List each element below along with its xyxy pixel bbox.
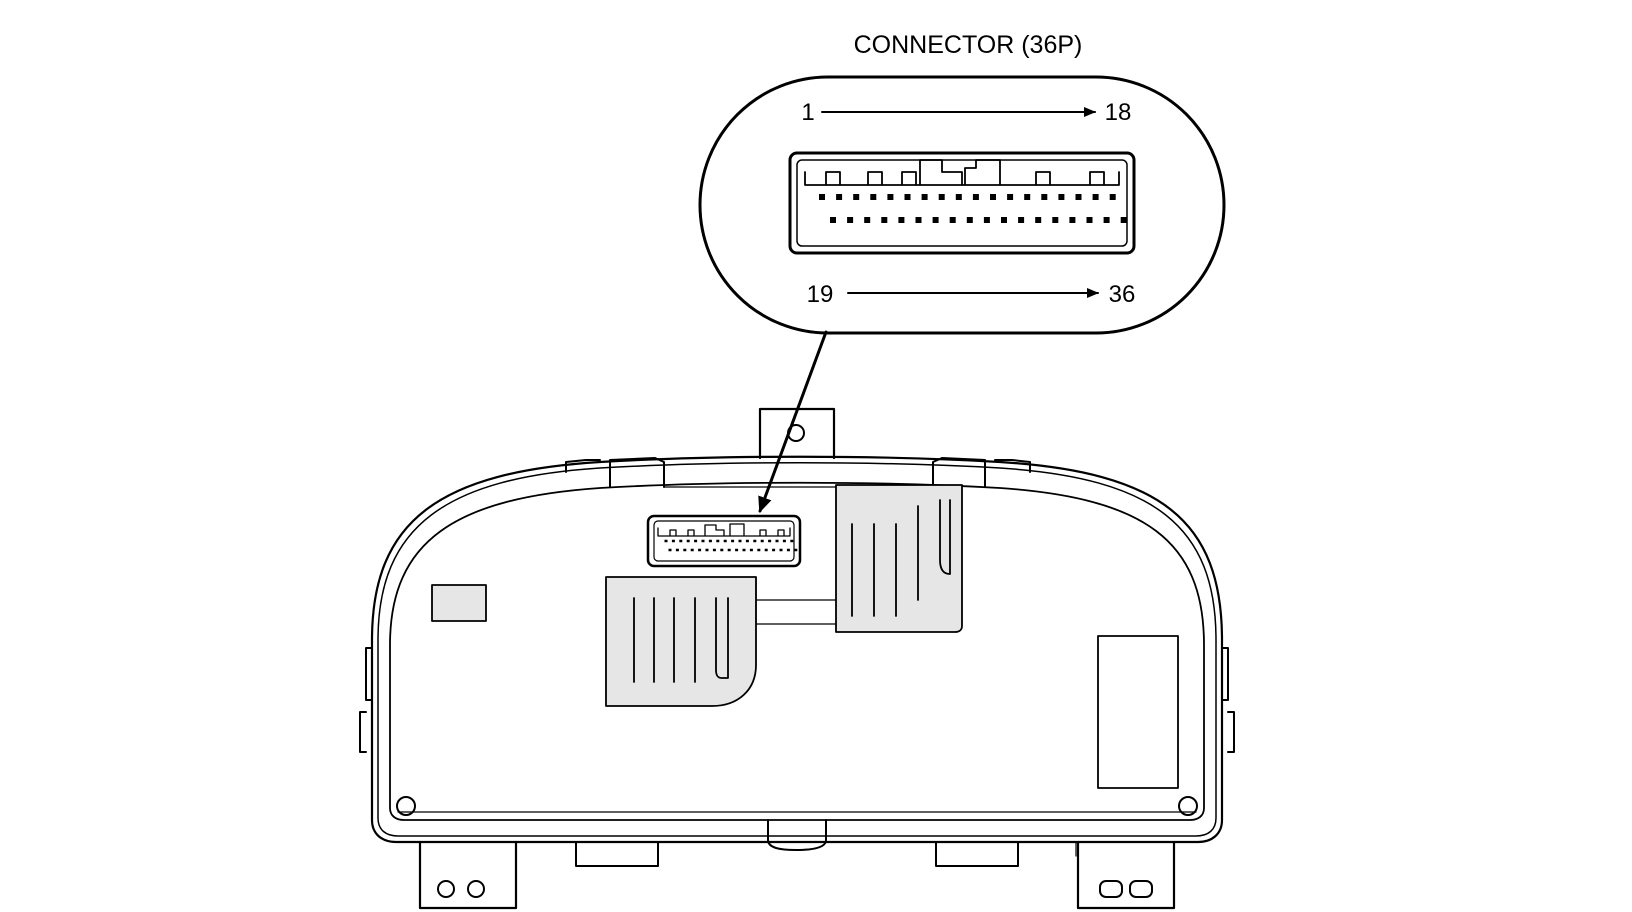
cluster-top-pin-4 bbox=[686, 539, 690, 543]
enlarged-bottom-pin-17 bbox=[1103, 217, 1110, 223]
enlarged-top-pin-13 bbox=[1024, 194, 1031, 200]
mounting-hole-top bbox=[787, 424, 805, 442]
enlarged-top-pin-11 bbox=[990, 194, 996, 200]
enlarged-top-pin-16 bbox=[1075, 194, 1082, 200]
enlarged-bottom-pin-16 bbox=[1086, 217, 1093, 223]
cluster-top-pin-11 bbox=[738, 539, 742, 543]
callout-outline bbox=[698, 75, 1226, 335]
circuit-panel-left bbox=[605, 576, 757, 707]
label-plate-right bbox=[1097, 635, 1179, 789]
pin-array-cluster bbox=[664, 539, 798, 552]
cluster-bottom-pin-9 bbox=[727, 548, 731, 552]
bracket-right bbox=[1076, 840, 1176, 910]
diagram-title: CONNECTOR (36P) bbox=[854, 31, 1083, 59]
cluster-bottom-pin-6 bbox=[705, 548, 709, 552]
enlarged-top-pin-12 bbox=[1007, 194, 1014, 200]
cluster-top-pin-9 bbox=[723, 539, 727, 543]
cluster-bottom-pin-12 bbox=[749, 548, 753, 552]
pin-label-1: 1 bbox=[801, 99, 814, 126]
enlarged-top-pin-1 bbox=[819, 194, 825, 200]
enlarged-top-pin-15 bbox=[1058, 194, 1065, 200]
housing-outer bbox=[370, 455, 1224, 844]
cluster-bottom-pin-11 bbox=[742, 548, 746, 552]
cluster-bottom-pin-4 bbox=[690, 548, 694, 552]
enlarged-bottom-pin-7 bbox=[932, 217, 939, 223]
cluster-bottom-pin-7 bbox=[712, 548, 716, 552]
cluster-top-pin-15 bbox=[768, 539, 772, 543]
cluster-bottom-pin-13 bbox=[757, 548, 761, 552]
enlarged-top-pin-14 bbox=[1041, 194, 1048, 200]
bracket-left bbox=[418, 840, 518, 910]
enlarged-bottom-pin-1 bbox=[830, 217, 836, 223]
enlarged-top-pin-18 bbox=[1109, 194, 1116, 200]
enlarged-bottom-pin-12 bbox=[1018, 217, 1025, 223]
cluster-top-pin-14 bbox=[760, 539, 764, 543]
cluster-bottom-pin-1 bbox=[668, 548, 672, 552]
connector-36p-enlarged bbox=[788, 151, 1136, 255]
enlarged-bottom-pin-8 bbox=[949, 217, 956, 223]
cluster-bottom-pin-17 bbox=[786, 548, 790, 552]
pin-array-enlarged bbox=[819, 194, 1127, 223]
enlarged-bottom-pin-3 bbox=[864, 217, 871, 223]
connector-36p-cluster bbox=[646, 514, 802, 568]
enlarged-bottom-pin-6 bbox=[915, 217, 922, 223]
cluster-bottom-pin-8 bbox=[720, 548, 724, 552]
cluster-bottom-pin-18 bbox=[794, 548, 798, 552]
enlarged-top-pin-6 bbox=[904, 194, 911, 200]
cluster-top-pin-10 bbox=[731, 539, 735, 543]
cluster-bottom-pin-2 bbox=[675, 548, 679, 552]
enlarged-bottom-pin-2 bbox=[847, 217, 854, 223]
cluster-top-pin-8 bbox=[716, 539, 720, 543]
cluster-top-pin-2 bbox=[671, 539, 675, 543]
enlarged-bottom-pin-10 bbox=[983, 217, 990, 223]
cluster-bottom-pin-3 bbox=[683, 548, 687, 552]
enlarged-bottom-pin-5 bbox=[898, 217, 905, 223]
enlarged-bottom-pin-4 bbox=[881, 217, 888, 223]
cluster-top-pin-1 bbox=[664, 539, 668, 543]
enlarged-top-pin-3 bbox=[853, 194, 860, 200]
cluster-top-pin-16 bbox=[775, 539, 779, 543]
enlarged-top-pin-4 bbox=[870, 194, 877, 200]
cluster-top-pin-5 bbox=[694, 539, 698, 543]
enlarged-bottom-pin-13 bbox=[1035, 217, 1042, 223]
enlarged-top-pin-10 bbox=[972, 194, 979, 200]
pin-label-19: 19 bbox=[807, 281, 834, 308]
enlarged-top-pin-8 bbox=[938, 194, 945, 200]
enlarged-bottom-pin-18 bbox=[1120, 217, 1127, 223]
cluster-top-pin-12 bbox=[745, 539, 749, 543]
enlarged-top-pin-9 bbox=[955, 194, 962, 200]
cluster-top-pin-18 bbox=[790, 539, 794, 543]
cluster-bottom-pin-16 bbox=[779, 548, 783, 552]
cluster-top-pin-7 bbox=[708, 539, 712, 543]
leader-arrow bbox=[758, 330, 828, 513]
enlarged-top-pin-7 bbox=[921, 194, 928, 200]
pin-label-18: 18 bbox=[1105, 99, 1132, 126]
cluster-bottom-pin-15 bbox=[772, 548, 776, 552]
enlarged-top-pin-5 bbox=[887, 194, 894, 200]
enlarged-bottom-pin-11 bbox=[1001, 217, 1007, 223]
enlarged-bottom-pin-14 bbox=[1052, 217, 1059, 223]
enlarged-bottom-pin-15 bbox=[1069, 217, 1076, 223]
enlarged-bottom-pin-9 bbox=[966, 217, 973, 223]
cluster-top-pin-13 bbox=[753, 539, 757, 543]
label-plate-left bbox=[431, 584, 487, 622]
enlarged-top-pin-2 bbox=[836, 194, 843, 200]
cluster-top-pin-17 bbox=[782, 539, 786, 543]
cluster-top-pin-6 bbox=[701, 539, 705, 543]
cluster-bottom-pin-14 bbox=[764, 548, 768, 552]
pin-label-36: 36 bbox=[1109, 281, 1136, 308]
enlarged-top-pin-17 bbox=[1092, 194, 1099, 200]
cluster-bottom-pin-10 bbox=[735, 548, 739, 552]
cluster-top-pin-3 bbox=[679, 539, 683, 543]
circuit-panel-right bbox=[835, 484, 963, 633]
cluster-bottom-pin-5 bbox=[698, 548, 702, 552]
gauge-cluster-rear bbox=[359, 407, 1235, 910]
